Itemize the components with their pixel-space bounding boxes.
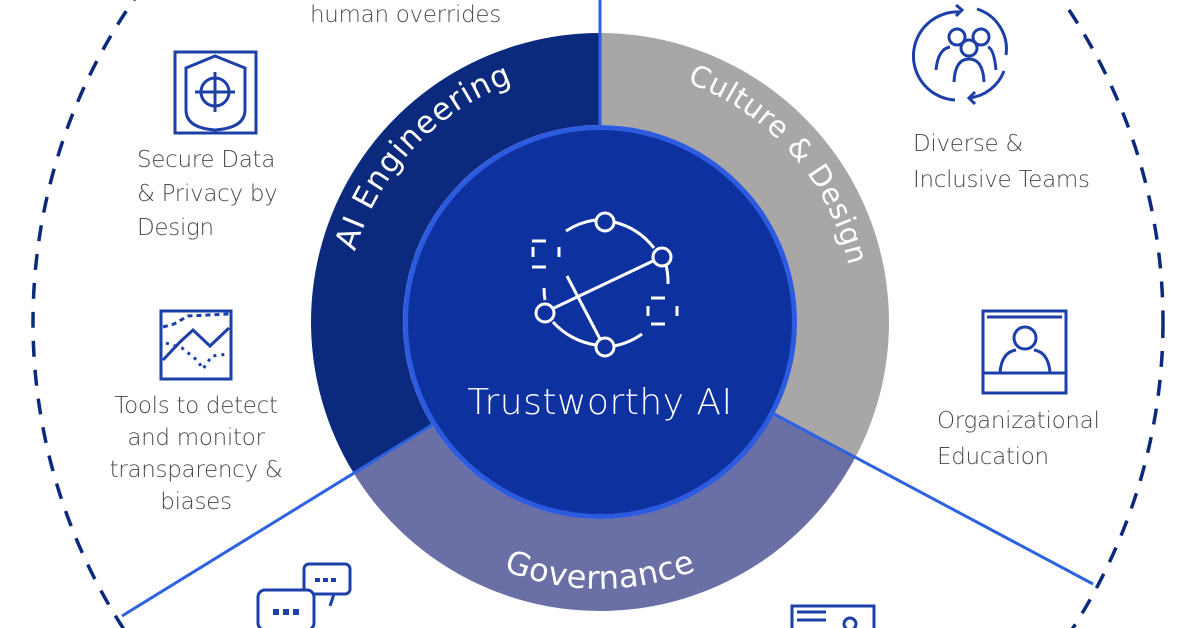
label-line: human overrides bbox=[310, 2, 501, 28]
segment-ai-engineering[interactable] bbox=[311, 33, 600, 473]
chat-bubbles-icon bbox=[256, 562, 352, 628]
segment-governance[interactable] bbox=[353, 414, 855, 611]
label-line: Design bbox=[137, 215, 214, 241]
team-cycle-icon bbox=[912, 3, 1008, 106]
presenter-screen-icon bbox=[981, 309, 1068, 395]
center-title: Trustworthy AI bbox=[467, 382, 733, 423]
label-line: Secure Data bbox=[137, 147, 276, 173]
label-line: transparency & bbox=[109, 457, 283, 483]
outer-dashed-ring bbox=[31, 0, 1165, 628]
label-tools-detect: Tools to detect and monitor transparency… bbox=[90, 390, 302, 518]
chart-monitor-icon bbox=[159, 309, 233, 381]
label-line: Education bbox=[937, 444, 1049, 470]
label-line: Tools to detect bbox=[114, 393, 278, 419]
label-line: biases bbox=[160, 489, 232, 515]
network-graph-icon bbox=[531, 211, 679, 358]
segment-culture-design[interactable] bbox=[600, 33, 890, 458]
label-line: & Privacy by bbox=[137, 181, 278, 207]
label-human-overrides: human overrides bbox=[310, 0, 501, 32]
label-secure-data: Secure Data & Privacy by Design bbox=[137, 143, 278, 245]
divider-left bbox=[121, 423, 433, 618]
shield-target-icon bbox=[173, 50, 258, 135]
label-org-education: Organizational Education bbox=[937, 403, 1100, 475]
label-line: Organizational bbox=[937, 408, 1100, 434]
divider-right bbox=[773, 412, 1094, 586]
core-disc-inner bbox=[408, 130, 792, 514]
id-card-icon bbox=[790, 604, 876, 628]
label-line: Diverse & bbox=[913, 131, 1023, 157]
label-line: and monitor bbox=[127, 425, 265, 451]
label-diverse-teams: Diverse & Inclusive Teams bbox=[913, 126, 1090, 198]
label-line: Inclusive Teams bbox=[913, 167, 1090, 193]
